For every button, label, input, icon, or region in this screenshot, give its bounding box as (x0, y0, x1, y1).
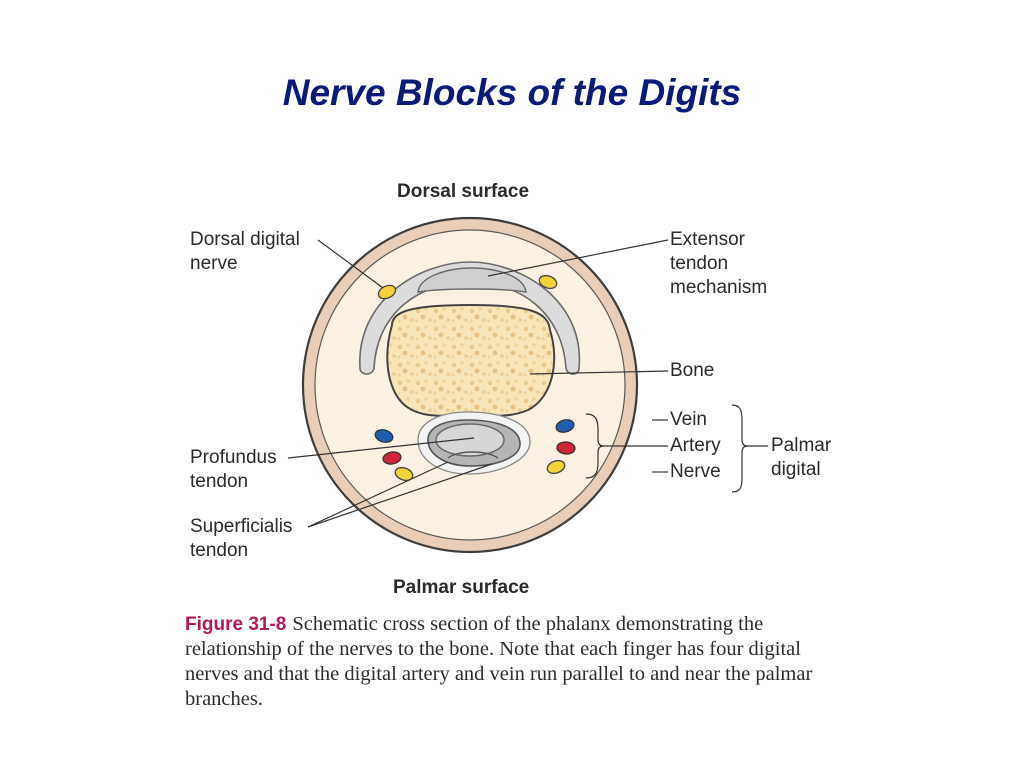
superficialis-tendon-label: Superficialis tendon (190, 515, 292, 563)
vein-label: Vein (670, 409, 707, 430)
bone-label: Bone (670, 360, 715, 381)
palmar-nerve-left (394, 466, 414, 482)
palmar-digital-line-2: digital (771, 459, 821, 480)
profundus-tendon-line-1: Profundus (190, 447, 277, 468)
dorsal-surface-label: Dorsal surface (397, 181, 530, 202)
figure-number: Figure 31-8 (185, 614, 287, 635)
palmar-digital-label: Palmar digital (771, 434, 831, 482)
extensor-tendon-line-2: tendon (670, 253, 729, 274)
figure-caption-text: Schematic cross section of the phalanx d… (185, 613, 813, 710)
dorsal-digital-nerve-line-1: Dorsal digital (190, 229, 300, 250)
bracket-vessels (585, 413, 605, 479)
bone (386, 303, 556, 417)
superficialis-tendon-line-2: tendon (190, 540, 249, 561)
superficialis-split-line (447, 451, 499, 459)
profundus-tendon-label: Profundus tendon (190, 446, 277, 494)
palmar-nerve-right (546, 459, 566, 475)
extensor-tendon-line-1: Extensor (670, 229, 745, 250)
palmar-surface-label: Palmar surface (393, 577, 530, 598)
dorsal-nerve-right (538, 274, 558, 290)
dorsal-nerve-left (377, 284, 397, 300)
vein-right (555, 419, 575, 433)
leader-extensor (487, 239, 669, 277)
artery-label: Artery (670, 435, 721, 456)
profundus-tendon-line-2: tendon (190, 471, 249, 492)
leader-bone (529, 370, 669, 375)
leader-superficialis-2 (307, 463, 493, 528)
dorsal-digital-nerve-line-2: nerve (190, 253, 238, 274)
leader-superficialis-1 (307, 461, 449, 528)
nerve-label: Nerve (670, 461, 721, 482)
slide-title: Nerve Blocks of the Digits (282, 72, 742, 113)
bracket-labels (731, 404, 749, 493)
extensor-tendon-line-3: mechanism (670, 277, 768, 298)
palmar-digital-line-1: Palmar (771, 435, 832, 456)
leader-profundus (287, 437, 475, 459)
superficialis-tendon-line-1: Superficialis (190, 516, 293, 537)
artery-left (382, 451, 402, 465)
artery-right (556, 441, 576, 455)
extensor-tendon-label: Extensor tendon mechanism (670, 228, 767, 300)
vein-left (374, 429, 394, 443)
dorsal-digital-nerve-label: Dorsal digital nerve (190, 228, 300, 276)
profundus-tendon-shape (435, 423, 505, 457)
leader-dorsal-nerve (317, 239, 384, 289)
